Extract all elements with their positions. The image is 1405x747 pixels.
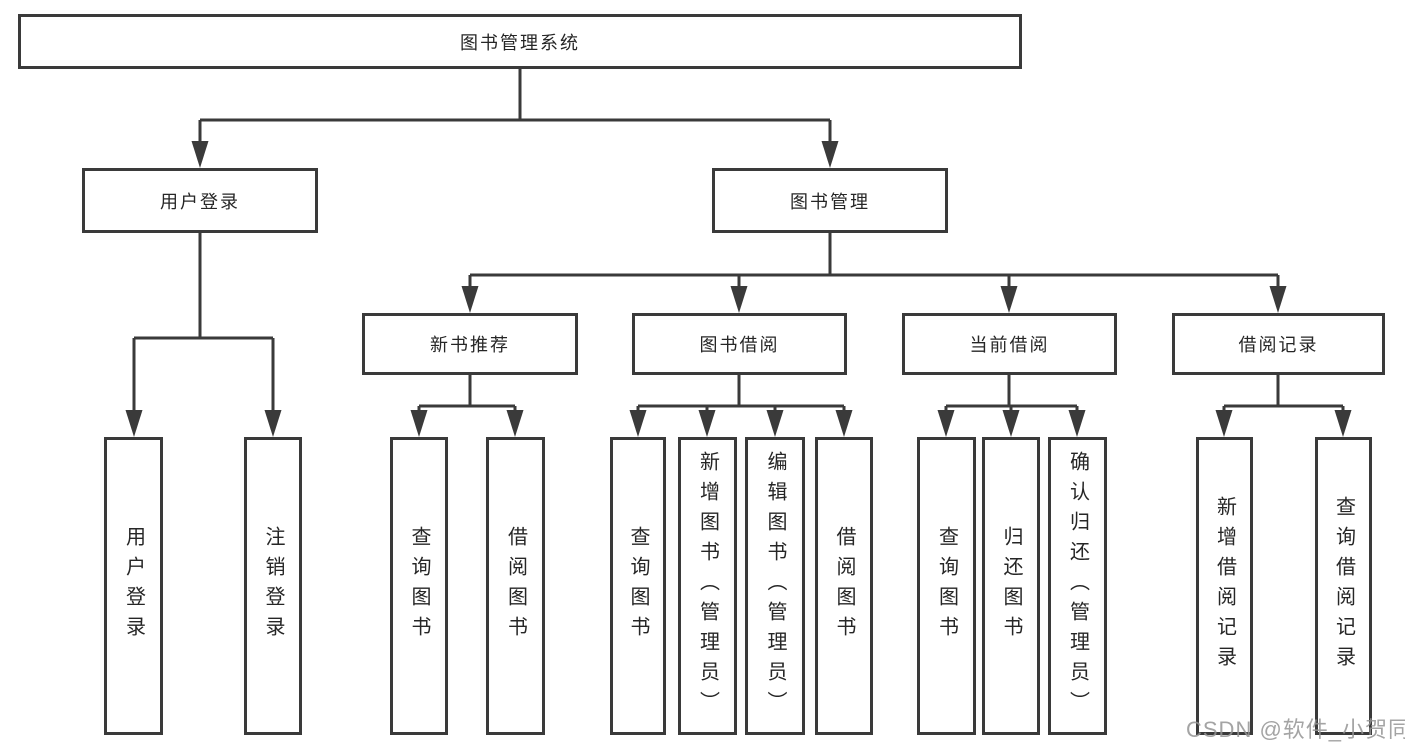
- leaf-br-add-record-label: 新增借阅记录: [1213, 496, 1236, 676]
- leaf-cb-query-book: 查询图书: [917, 437, 976, 735]
- leaf-user-login-label: 用户登录: [122, 526, 145, 646]
- leaf-nb-query-book-label: 查询图书: [408, 526, 430, 646]
- leaf-cb-confirm-return-admin: 确认归还（管理员）: [1048, 437, 1107, 735]
- leaf-bb-edit-book-admin: 编辑图书（管理员）: [745, 437, 805, 735]
- node-current-borrow-label: 当前借阅: [969, 335, 1050, 355]
- leaf-cb-return-book: 归还图书: [982, 437, 1040, 735]
- node-book-management: 图书管理: [712, 168, 948, 233]
- leaf-bb-edit-book-admin-label: 编辑图书（管理员）: [764, 451, 786, 721]
- node-current-borrow: 当前借阅: [902, 313, 1117, 375]
- csdn-watermark: CSDN @软件_小贺同学: [1186, 717, 1405, 742]
- node-book-borrow-label: 图书借阅: [699, 335, 780, 355]
- leaf-cb-return-book-label: 归还图书: [1000, 526, 1022, 646]
- leaf-logout-label: 注销登录: [262, 526, 284, 646]
- leaf-br-query-record-label: 查询借阅记录: [1332, 496, 1355, 676]
- node-root-system: 图书管理系统: [18, 14, 1022, 69]
- leaf-user-login: 用户登录: [104, 437, 163, 735]
- leaf-bb-query-book: 查询图书: [610, 437, 666, 735]
- leaf-br-query-record: 查询借阅记录: [1315, 437, 1372, 735]
- leaf-cb-confirm-return-admin-label: 确认归还（管理员）: [1066, 451, 1089, 721]
- leaf-nb-query-book: 查询图书: [390, 437, 448, 735]
- leaf-br-add-record: 新增借阅记录: [1196, 437, 1253, 735]
- leaf-nb-borrow-book: 借阅图书: [486, 437, 545, 735]
- node-borrow-record: 借阅记录: [1172, 313, 1385, 375]
- leaf-logout: 注销登录: [244, 437, 302, 735]
- leaf-bb-borrow-book: 借阅图书: [815, 437, 873, 735]
- leaf-bb-query-book-label: 查询图书: [627, 526, 649, 646]
- leaf-bb-add-book-admin: 新增图书（管理员）: [678, 437, 737, 735]
- leaf-nb-borrow-book-label: 借阅图书: [504, 526, 527, 646]
- node-borrow-record-label: 借阅记录: [1238, 335, 1319, 355]
- node-user-login: 用户登录: [82, 168, 318, 233]
- node-book-borrow: 图书借阅: [632, 313, 847, 375]
- node-user-login-label: 用户登录: [160, 191, 240, 212]
- node-new-book-recommend: 新书推荐: [362, 313, 578, 375]
- node-root-label: 图书管理系统: [460, 32, 580, 53]
- leaf-cb-query-book-label: 查询图书: [935, 526, 958, 646]
- node-book-management-label: 图书管理: [790, 191, 870, 212]
- leaf-bb-borrow-book-label: 借阅图书: [833, 526, 855, 646]
- node-new-book-recommend-label: 新书推荐: [430, 335, 510, 355]
- leaf-bb-add-book-admin-label: 新增图书（管理员）: [696, 451, 719, 721]
